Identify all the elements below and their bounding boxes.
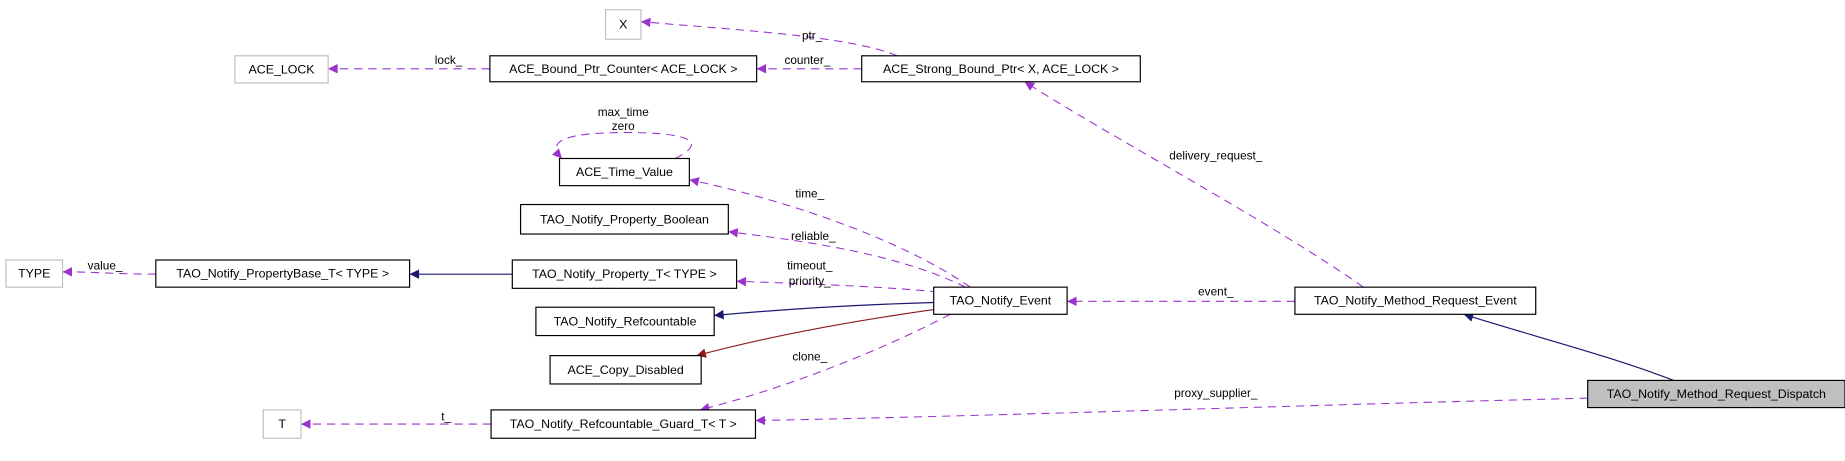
node-refcountable-guard[interactable]: TAO_Notify_Refcountable_Guard_T< T > [490,409,757,439]
node-refcountable[interactable]: TAO_Notify_Refcountable [535,306,715,337]
svg-text:TAO_Notify_Property_Boolean: TAO_Notify_Property_Boolean [540,212,709,226]
edge-label-max-time: max_time [598,105,650,119]
node-property-boolean[interactable]: TAO_Notify_Property_Boolean [519,203,729,235]
edge-label-proxy-supplier: proxy_supplier_ [1174,386,1258,400]
node-x[interactable]: X [604,9,642,40]
node-event[interactable]: TAO_Notify_Event [933,286,1068,315]
edge-event-to-copy-disabled [696,309,934,358]
node-t[interactable]: T [262,409,302,439]
edge-label-priority: priority_ [789,274,831,288]
edge-label-lock: lock_ [435,53,463,67]
node-method-request-event[interactable]: TAO_Notify_Method_Request_Event [1294,286,1537,315]
svg-text:TAO_Notify_Event: TAO_Notify_Event [950,294,1052,308]
edge-label-clone: clone_ [792,349,827,363]
edge-label-zero: zero [612,119,635,133]
svg-text:TAO_Notify_PropertyBase_T< TYP: TAO_Notify_PropertyBase_T< TYPE > [176,267,389,281]
svg-text:ACE_Bound_Ptr_Counter< ACE_LOC: ACE_Bound_Ptr_Counter< ACE_LOCK > [509,62,737,76]
edge-event-to-time-value [689,177,971,288]
edge-strong-to-x [640,17,898,57]
edge-dispatch-to-method-request-event [1463,312,1675,381]
svg-text:TAO_Notify_Method_Request_Even: TAO_Notify_Method_Request_Event [1314,294,1517,308]
svg-text:T: T [278,417,286,431]
node-property-t[interactable]: TAO_Notify_Property_T< TYPE > [511,259,738,289]
edge-label-reliable: reliable_ [791,229,836,243]
edge-dispatch-to-guard [755,397,1588,426]
node-copy-disabled[interactable]: ACE_Copy_Disabled [549,355,702,385]
svg-text:ACE_Copy_Disabled: ACE_Copy_Disabled [567,363,683,377]
edge-event-to-property-t [736,276,939,293]
node-method-request-dispatch[interactable]: TAO_Notify_Method_Request_Dispatch [1587,379,1845,409]
svg-text:TAO_Notify_Refcountable: TAO_Notify_Refcountable [554,314,697,328]
svg-text:TAO_Notify_Refcountable_Guard_: TAO_Notify_Refcountable_Guard_T< T > [510,417,737,431]
edge-method-request-event-to-strong [1024,81,1364,288]
node-type[interactable]: TYPE [5,259,64,288]
node-bound-ptr-counter[interactable]: ACE_Bound_Ptr_Counter< ACE_LOCK > [489,55,758,83]
edge-label-t: t_ [441,410,451,424]
svg-text:ACE_Strong_Bound_Ptr< X, ACE_L: ACE_Strong_Bound_Ptr< X, ACE_LOCK > [883,62,1119,76]
edge-label-delivery-request: delivery_request_ [1169,149,1263,163]
edge-label-time: time_ [795,186,824,200]
svg-text:TAO_Notify_Property_T< TYPE >: TAO_Notify_Property_T< TYPE > [532,267,717,281]
svg-text:ACE_Time_Value: ACE_Time_Value [576,165,673,179]
edge-event-to-guard [699,313,951,413]
node-time-value[interactable]: ACE_Time_Value [558,157,690,187]
svg-text:TYPE: TYPE [18,267,50,281]
svg-text:X: X [619,18,627,32]
svg-text:ACE_LOCK: ACE_LOCK [249,62,316,76]
edge-label-ptr: ptr_ [802,28,823,42]
node-ace-lock[interactable]: ACE_LOCK [234,55,329,84]
edge-label-timeout: timeout_ [787,258,833,272]
node-property-base[interactable]: TAO_Notify_PropertyBase_T< TYPE > [155,259,411,288]
edge-label-event: event_ [1198,284,1234,298]
edge-event-to-refcountable [714,301,934,320]
edge-property-base-to-type [62,267,156,277]
svg-text:TAO_Notify_Method_Request_Disp: TAO_Notify_Method_Request_Dispatch [1607,387,1826,401]
edge-label-counter: counter_ [784,53,830,67]
edge-label-value: value_ [88,258,123,272]
edge-time-value-self-loop [552,131,692,159]
node-strong-bound-ptr[interactable]: ACE_Strong_Bound_Ptr< X, ACE_LOCK > [861,55,1141,83]
edge-event-to-property-boolean [728,228,966,288]
